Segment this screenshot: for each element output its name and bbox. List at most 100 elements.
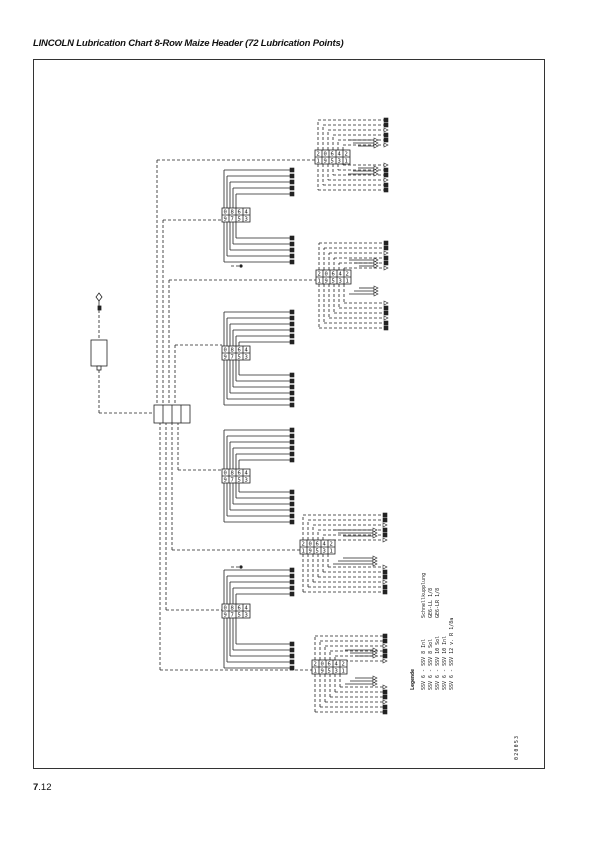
block-number: 4 — [339, 272, 343, 278]
block-number: 0 — [224, 471, 227, 477]
fitting-icon — [289, 390, 295, 396]
block-number: 5 — [332, 279, 335, 285]
fitting-icon — [372, 681, 378, 687]
fitting-icon — [373, 288, 379, 294]
fitting-icon — [372, 647, 378, 653]
fitting-icon — [289, 439, 295, 445]
fitting-icon — [383, 310, 389, 316]
legend-item: SSV 6 - SSV 12 v. R 1/8a — [449, 618, 455, 690]
fitting-icon — [383, 240, 389, 246]
fitting-icon — [372, 527, 378, 533]
chart-title: LINCOLN Lubrication Chart 8-Row Maize He… — [33, 38, 344, 49]
fitting-icon — [289, 451, 295, 457]
fitting-icon — [289, 591, 295, 597]
fitting-icon — [383, 127, 389, 133]
fitting-icon — [289, 641, 295, 647]
fitting-icon — [383, 182, 389, 188]
block-number: 4 — [323, 542, 327, 548]
fitting-icon — [382, 569, 388, 575]
fitting-icon — [383, 137, 389, 143]
legend-item: SSV 6 - SSV 8 Inl — [421, 639, 427, 690]
fitting-icon — [382, 704, 388, 710]
block-number: 0 — [224, 348, 227, 354]
fitting-icon — [373, 291, 379, 297]
pump-unit — [90, 292, 154, 414]
block-number: 3 — [335, 669, 338, 675]
fitting-icon — [289, 396, 295, 402]
block-number: 5 — [238, 613, 241, 619]
fitting-icon — [289, 179, 295, 185]
block-number: 3 — [245, 613, 248, 619]
legend-item: GE6-LL 1/8 — [428, 588, 434, 618]
fitting-icon — [289, 191, 295, 197]
block-number: 1 — [317, 159, 320, 165]
block-number: 0 — [325, 272, 328, 278]
fitting-icon — [289, 445, 295, 451]
block-number: 8 — [231, 348, 234, 354]
block-number: 4 — [245, 471, 249, 477]
fitting-icon — [372, 561, 378, 567]
fitting-icon — [289, 185, 295, 191]
junction-dot — [239, 264, 243, 268]
block-number: 6 — [316, 542, 319, 548]
fitting-icon — [289, 247, 295, 253]
fitting-icon — [382, 579, 388, 585]
block-number: 1 — [346, 279, 349, 285]
fitting-icon — [373, 143, 379, 149]
block-number: 2 — [317, 152, 320, 158]
fitting-icon — [382, 638, 388, 644]
block-number: 3 — [245, 355, 248, 361]
fitting-icon — [289, 585, 295, 591]
page-subnumber: .12 — [38, 782, 52, 793]
block-number: 9 — [309, 549, 312, 555]
fitting-icon — [373, 165, 379, 171]
fitting-icon — [383, 177, 389, 183]
legend-item: GE6-LR 1/8 — [435, 588, 441, 618]
fitting-icon — [372, 530, 378, 536]
block-number: 9 — [324, 159, 327, 165]
block-number: 6 — [328, 662, 331, 668]
block-number: 2 — [302, 542, 305, 548]
fitting-icon — [383, 300, 389, 306]
block-number: 1 — [302, 549, 305, 555]
block-number: 8 — [231, 210, 234, 216]
block-number: 5 — [316, 549, 319, 555]
block-number: 3 — [339, 279, 342, 285]
fitting-icon — [372, 650, 378, 656]
fitting-icon — [289, 579, 295, 585]
block-number: 6 — [331, 152, 334, 158]
fitting-icon — [382, 564, 388, 570]
fitting-icon — [289, 372, 295, 378]
block-number: 4 — [245, 210, 249, 216]
fitting-icon — [382, 527, 388, 533]
fitting-icon — [372, 675, 378, 681]
block-number: 2 — [342, 662, 345, 668]
fitting-icon — [373, 171, 379, 177]
block-number: 3 — [323, 549, 326, 555]
fitting-icon — [289, 235, 295, 241]
fitting-icon — [372, 558, 378, 564]
fitting-icon — [383, 122, 389, 128]
fitting-icon — [382, 694, 388, 700]
fitting-icon — [373, 168, 379, 174]
block-number: 3 — [245, 478, 248, 484]
fitting-icon — [372, 555, 378, 561]
block-number: 2 — [330, 542, 333, 548]
fitting-icon — [289, 167, 295, 173]
fitting-icon — [289, 378, 295, 384]
fitting-icon — [289, 489, 295, 495]
fitting-icon — [289, 333, 295, 339]
block-number: 5 — [238, 478, 241, 484]
fitting-icon — [373, 137, 379, 143]
block-number: 4 — [245, 606, 249, 612]
fitting-icon — [372, 533, 378, 539]
block-number: 4 — [338, 152, 342, 158]
block-number: 1 — [345, 159, 348, 165]
